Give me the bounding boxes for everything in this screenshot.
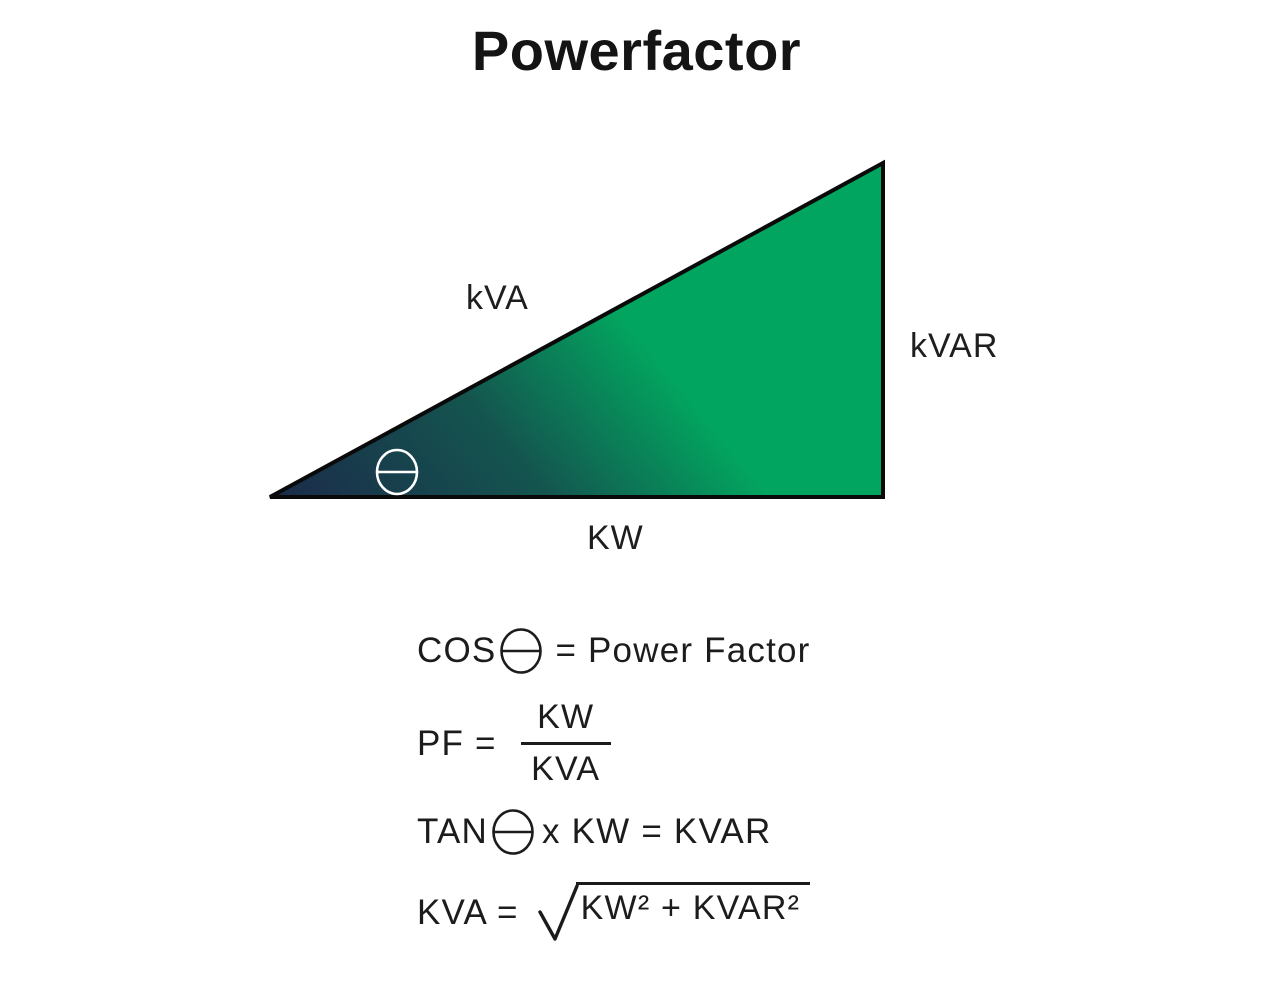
adjacent-side-label: KW <box>587 519 644 557</box>
fraction-numerator: KW <box>537 698 595 736</box>
formula-tan-theta: TAN x KW = KVAR <box>417 808 771 856</box>
theta-icon <box>500 628 543 674</box>
radicand: KW² + KVAR² <box>575 882 811 928</box>
hypotenuse-label: kVA <box>466 279 529 317</box>
tan-prefix: TAN <box>417 812 489 851</box>
page-title: Powerfactor <box>471 19 802 82</box>
fraction-bar <box>520 742 611 745</box>
opposite-side-label: kVAR <box>910 327 999 365</box>
formula-cos-theta: COS = Power Factor <box>417 627 811 675</box>
theta-icon <box>375 448 419 496</box>
kva-lhs: KVA = <box>417 893 519 932</box>
cos-prefix: COS <box>417 631 497 670</box>
theta-icon <box>492 809 534 855</box>
radical-sign-icon <box>537 884 579 941</box>
pf-fraction: KW KVA <box>520 698 611 789</box>
fraction-denominator: KVA <box>531 750 601 788</box>
formula-kva: KVA = KW² + KVAR² <box>417 882 811 944</box>
tan-rest: x KW = KVAR <box>542 812 772 851</box>
formula-pf: PF = KW KVA <box>417 698 611 789</box>
cos-result: = Power Factor <box>555 631 811 670</box>
power-triangle <box>269 159 885 499</box>
triangle-shape <box>269 159 885 499</box>
pf-lhs: PF = <box>417 723 497 763</box>
square-root-expression: KW² + KVAR² <box>537 882 811 944</box>
